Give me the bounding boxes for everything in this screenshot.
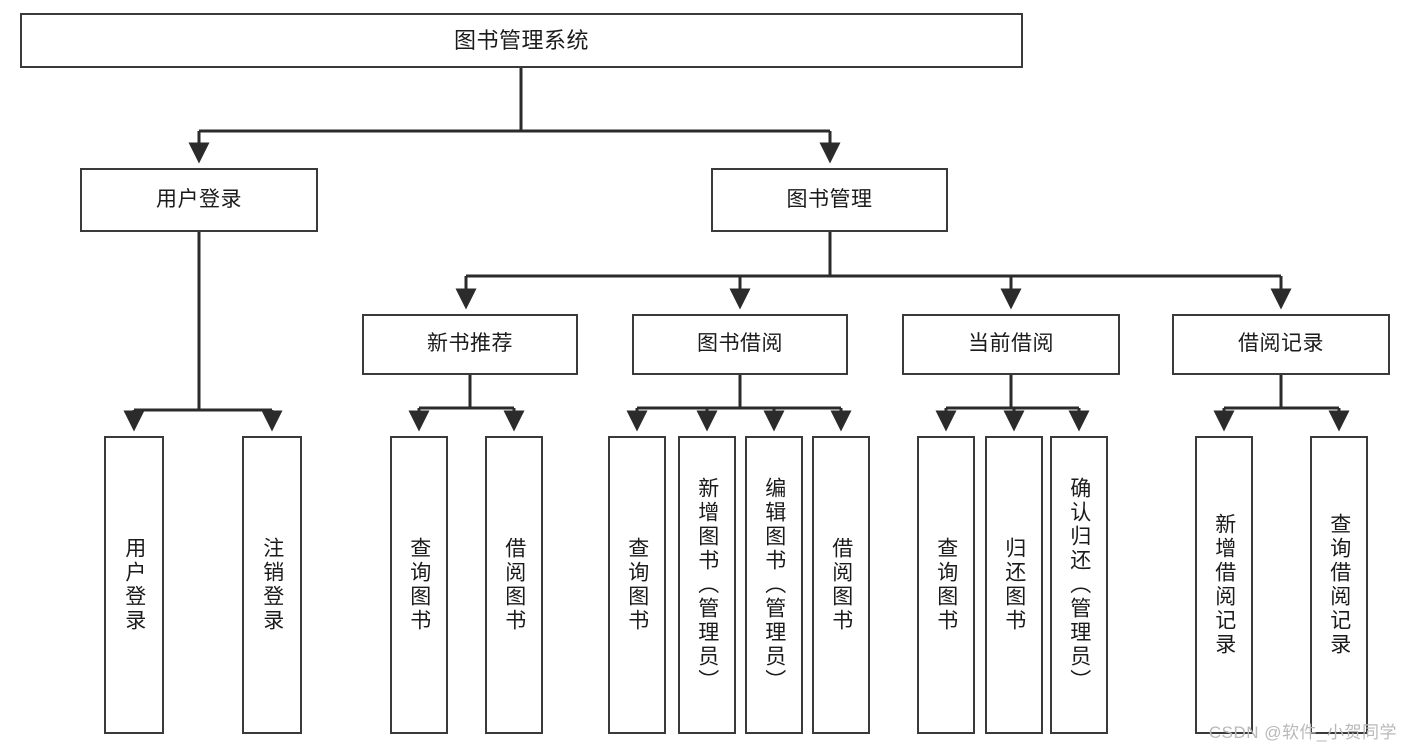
node-book-borrow[interactable]: 图书借阅 [632,314,848,375]
node-leaf-user-login-label: 用户登录 [122,537,146,633]
node-leaf-return-book-label: 归还图书 [1002,537,1026,633]
node-leaf-edit-book-admin-label: 编辑图书（管理员） [762,477,786,693]
node-leaf-borrow-book-2-label: 借阅图书 [829,537,853,633]
node-leaf-return-book[interactable]: 归还图书 [985,436,1043,734]
node-leaf-edit-book-admin[interactable]: 编辑图书（管理员） [745,436,803,734]
node-leaf-logout-login[interactable]: 注销登录 [242,436,302,734]
node-leaf-query-book-3-label: 查询图书 [934,537,958,633]
node-current-borrow-label: 当前借阅 [968,332,1054,356]
node-leaf-confirm-return-admin-label: 确认归还（管理员） [1067,477,1091,693]
node-new-book-recommend[interactable]: 新书推荐 [362,314,578,375]
node-book-management[interactable]: 图书管理 [711,168,948,232]
node-root-label: 图书管理系统 [453,27,589,53]
node-borrow-record-label: 借阅记录 [1238,332,1324,356]
node-leaf-query-book-3[interactable]: 查询图书 [917,436,975,734]
node-leaf-add-borrow-record[interactable]: 新增借阅记录 [1195,436,1253,734]
node-leaf-add-borrow-record-label: 新增借阅记录 [1212,513,1236,657]
node-book-management-label: 图书管理 [786,187,873,211]
node-leaf-query-borrow-record[interactable]: 查询借阅记录 [1310,436,1368,734]
node-new-book-recommend-label: 新书推荐 [427,332,513,356]
node-leaf-query-book-2-label: 查询图书 [625,537,649,633]
node-leaf-query-book-1[interactable]: 查询图书 [390,436,448,734]
node-leaf-borrow-book-1[interactable]: 借阅图书 [485,436,543,734]
node-user-login-label: 用户登录 [156,187,242,211]
node-leaf-query-book-2[interactable]: 查询图书 [608,436,666,734]
node-leaf-borrow-book-1-label: 借阅图书 [502,537,526,633]
node-borrow-record[interactable]: 借阅记录 [1172,314,1390,375]
node-leaf-confirm-return-admin[interactable]: 确认归还（管理员） [1050,436,1108,734]
node-root[interactable]: 图书管理系统 [20,13,1023,68]
node-leaf-user-login[interactable]: 用户登录 [104,436,164,734]
node-leaf-query-borrow-record-label: 查询借阅记录 [1327,513,1351,657]
node-book-borrow-label: 图书借阅 [697,332,783,356]
node-user-login[interactable]: 用户登录 [80,168,318,232]
csdn-watermark: CSDN @软件_小贺同学 [1208,723,1397,742]
node-current-borrow[interactable]: 当前借阅 [902,314,1120,375]
node-leaf-query-book-1-label: 查询图书 [407,537,431,633]
node-leaf-add-book-admin[interactable]: 新增图书（管理员） [678,436,736,734]
node-leaf-add-book-admin-label: 新增图书（管理员） [695,477,719,693]
node-leaf-borrow-book-2[interactable]: 借阅图书 [812,436,870,734]
node-leaf-logout-login-label: 注销登录 [260,537,284,633]
